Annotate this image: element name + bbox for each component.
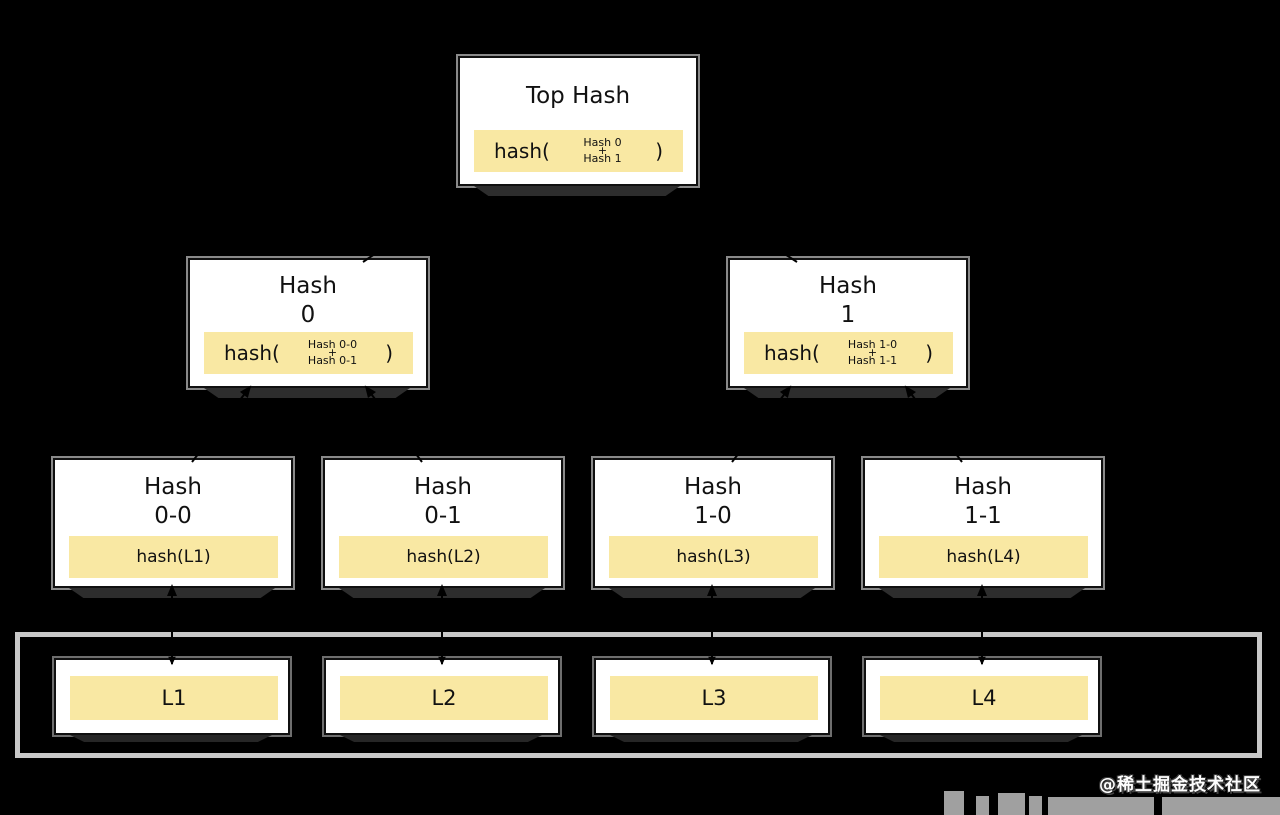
hash-formula: hash( Hash 0 + Hash 1 ) <box>474 137 683 165</box>
title-line2: 0-1 <box>424 503 462 529</box>
title-line1: Hash <box>684 474 742 500</box>
formula-arg2: Hash 0-1 <box>307 354 358 367</box>
title-line2: 0-0 <box>154 503 192 529</box>
data-block-label: L3 <box>701 686 727 710</box>
node-top-hash: Top Hash hash( Hash 0 + Hash 1 ) <box>458 56 698 186</box>
cutoff-glyph <box>998 793 1025 815</box>
formula-prefix: hash( <box>224 341 280 365</box>
formula-arg1: Hash 1-0 <box>847 338 898 351</box>
title-line2: 1-0 <box>694 503 732 529</box>
node-title: Hash 0 <box>190 272 426 330</box>
title-line1: Hash <box>144 474 202 500</box>
node-hash-1-1: Hash 1-1 hash(L4) <box>863 458 1103 588</box>
formula-prefix: hash( <box>764 341 820 365</box>
hash-formula-box: hash(L2) <box>339 536 548 578</box>
hash-formula: hash(L1) <box>136 547 211 567</box>
node-hash-0-0: Hash 0-0 hash(L1) <box>53 458 293 588</box>
hash-formula-box: hash( Hash 0-0 + Hash 0-1 ) <box>204 332 413 374</box>
data-block-label-box: L4 <box>880 676 1088 720</box>
plus-operator: + <box>597 144 608 157</box>
title-line2: 1 <box>840 302 856 328</box>
data-block-label-box: L3 <box>610 676 818 720</box>
hash-formula: hash(L3) <box>676 547 751 567</box>
formula-arg1: Hash 0 <box>583 136 622 149</box>
cutoff-glyph <box>1162 797 1280 815</box>
node-title: Hash 1-1 <box>865 473 1101 531</box>
data-block-label-box: L1 <box>70 676 278 720</box>
title-line2: 1-1 <box>964 503 1002 529</box>
arrow-hash01-to-hash0 <box>364 385 423 463</box>
formula-args: Hash 0 + Hash 1 <box>583 137 621 165</box>
node-hash-1: Hash 1 hash( Hash 1-0 + Hash 1-1 ) <box>728 258 968 388</box>
data-blocks-container <box>15 632 1262 758</box>
cutoff-glyph <box>1048 797 1154 815</box>
node-title: Hash 1 <box>730 272 966 330</box>
formula-suffix: ) <box>385 341 393 365</box>
arrow-hash11-to-hash1 <box>904 385 963 463</box>
hash-formula: hash( Hash 0-0 + Hash 0-1 ) <box>204 339 413 367</box>
formula-suffix: ) <box>655 139 663 163</box>
formula-suffix: ) <box>925 341 933 365</box>
node-hash-1-0: Hash 1-0 hash(L3) <box>593 458 833 588</box>
formula-args: Hash 0-0 + Hash 0-1 <box>308 339 357 367</box>
hash-formula: hash(L2) <box>406 547 481 567</box>
hash-formula-box: hash(L1) <box>69 536 278 578</box>
arrow-hash0-to-top <box>362 187 472 263</box>
node-data-block-l4: L4 <box>864 658 1100 735</box>
node-hash-0: Hash 0 hash( Hash 0-0 + Hash 0-1 ) <box>188 258 428 388</box>
node-title: Hash 0-1 <box>325 473 561 531</box>
node-title: Hash 1-0 <box>595 473 831 531</box>
arrow-hash10-to-hash1 <box>731 385 792 463</box>
title-line1: Hash <box>279 273 337 299</box>
formula-arg1: Hash 0-0 <box>307 338 358 351</box>
formula-arg2: Hash 1 <box>583 152 622 165</box>
hash-formula: hash( Hash 1-0 + Hash 1-1 ) <box>744 339 953 367</box>
hash-formula-box: hash(L3) <box>609 536 818 578</box>
plus-operator: + <box>867 346 878 359</box>
cutoff-glyph <box>1029 796 1042 815</box>
watermark: @稀土掘金技术社区 <box>1099 775 1261 795</box>
cutoff-glyph <box>944 791 964 815</box>
arrow-hash1-to-top <box>683 187 798 263</box>
node-data-block-l3: L3 <box>594 658 830 735</box>
data-block-label-box: L2 <box>340 676 548 720</box>
formula-arg2: Hash 1-1 <box>847 354 898 367</box>
hash-formula-box: hash( Hash 1-0 + Hash 1-1 ) <box>744 332 953 374</box>
cutoff-glyph <box>976 796 989 815</box>
title-line1: Hash <box>414 474 472 500</box>
node-title: Hash 0-0 <box>55 473 291 531</box>
hash-formula: hash(L4) <box>946 547 1021 567</box>
data-block-label: L4 <box>971 686 997 710</box>
title-line2: 0 <box>300 302 316 328</box>
formula-args: Hash 1-0 + Hash 1-1 <box>848 339 897 367</box>
hash-formula-box: hash(L4) <box>879 536 1088 578</box>
formula-prefix: hash( <box>494 139 550 163</box>
node-data-block-l2: L2 <box>324 658 560 735</box>
node-hash-0-1: Hash 0-1 hash(L2) <box>323 458 563 588</box>
title-line1: Hash <box>954 474 1012 500</box>
node-title: Top Hash <box>525 83 631 109</box>
data-block-label: L1 <box>161 686 187 710</box>
node-data-block-l1: L1 <box>54 658 290 735</box>
arrow-hash00-to-hash0 <box>191 385 252 463</box>
data-block-label: L2 <box>431 686 457 710</box>
hash-formula-box: hash( Hash 0 + Hash 1 ) <box>474 130 683 172</box>
title-line1: Hash <box>819 273 877 299</box>
plus-operator: + <box>327 346 338 359</box>
